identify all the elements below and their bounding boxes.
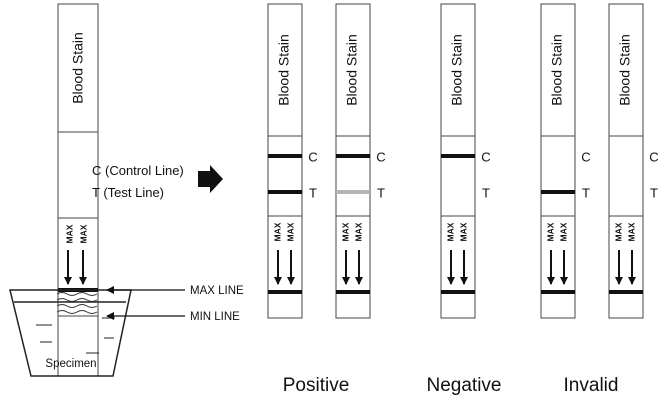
max-label: MAX (340, 222, 350, 241)
result-caption-positive: Positive (283, 375, 350, 396)
result-caption-invalid: Invalid (564, 375, 619, 396)
right-arrow-icon (198, 165, 223, 193)
max-label: MAX (558, 222, 568, 241)
test-line-mark (541, 190, 575, 194)
c-letter: C (481, 149, 490, 164)
max-zone (440, 215, 476, 319)
c-letter: C (649, 149, 658, 164)
test-line-letter: T (309, 185, 317, 200)
min-line-label: MIN LINE (190, 311, 240, 323)
blood-stain-pad (608, 3, 644, 137)
blood-stain-pad (540, 3, 576, 137)
liquid-wave (56, 298, 98, 302)
control-line-mark (336, 154, 370, 158)
blood-stain-pad (335, 3, 371, 137)
max-label: MAX (64, 224, 74, 243)
blood-stain-pad (440, 3, 476, 137)
specimen-cup: Specimen (9, 289, 132, 377)
blood-stain-label: Blood Stain (70, 32, 86, 104)
max-line-mark (268, 290, 302, 294)
reference-strip: Blood Stain MAX MAX (56, 3, 99, 377)
blood-stain-pad (267, 3, 303, 137)
c-letter: C (308, 149, 317, 164)
max-label: MAX (272, 222, 282, 241)
max-label: MAX (78, 224, 88, 243)
max-label: MAX (353, 222, 363, 241)
specimen-label: Specimen (45, 358, 96, 370)
c-letter: C (581, 149, 590, 164)
blood-stain-label: Blood Stain (617, 34, 633, 106)
max-label: MAX (626, 222, 636, 241)
max-zone (335, 215, 371, 319)
test-line-mark (268, 190, 302, 194)
max-line-mark (336, 290, 370, 294)
control-line-mark (268, 154, 302, 158)
test-line-letter: T (582, 185, 590, 200)
cup-outline (9, 289, 132, 377)
liquid-wave (56, 304, 98, 308)
max-zone (540, 215, 576, 319)
test-line-letter: T (650, 185, 658, 200)
control-line-mark (441, 154, 475, 158)
liquid-wave (56, 292, 98, 296)
max-zone (608, 215, 644, 319)
control-line-desc: C (Control Line) (92, 163, 184, 178)
max-label: MAX (458, 222, 468, 241)
max-zone (267, 215, 303, 319)
test-line-letter: T (377, 185, 385, 200)
blood-stain-label: Blood Stain (549, 34, 565, 106)
blood-stain-pad (57, 3, 99, 133)
max-line-label: MAX LINE (190, 285, 244, 297)
test-line-mark (336, 190, 370, 194)
blood-stain-label: Blood Stain (276, 34, 292, 106)
max-label: MAX (613, 222, 623, 241)
max-label: MAX (445, 222, 455, 241)
max-line-mark (541, 290, 575, 294)
c-letter: C (376, 149, 385, 164)
max-label: MAX (545, 222, 555, 241)
max-label: MAX (285, 222, 295, 241)
test-line-desc: T (Test Line) (92, 185, 164, 200)
blood-stain-label: Blood Stain (344, 34, 360, 106)
test-line-letter: T (482, 185, 490, 200)
blood-stain-label: Blood Stain (449, 34, 465, 106)
result-caption-negative: Negative (427, 375, 502, 396)
max-line-mark (609, 290, 643, 294)
max-line-mark (441, 290, 475, 294)
liquid-wave (56, 310, 98, 314)
